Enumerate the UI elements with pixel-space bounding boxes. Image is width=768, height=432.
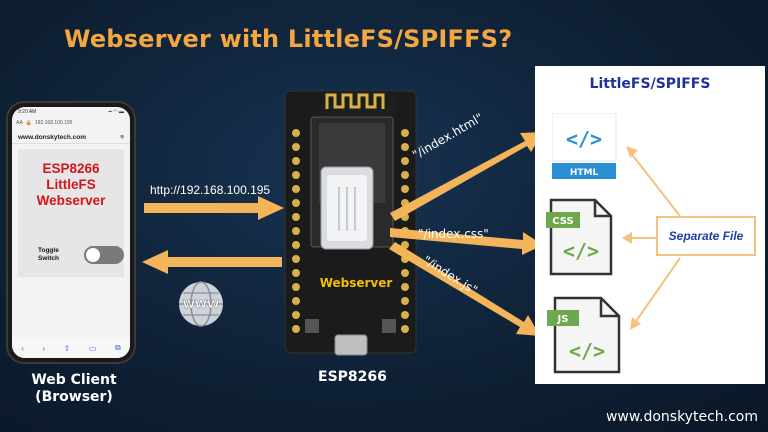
css-file-icon: CSS </> [546,198,613,276]
webserver-label: Webserver [319,276,393,290]
lock-icon: 🔒 [25,120,32,126]
status-icons: ▪▪ ◠ ▬ [108,109,124,115]
text-size-button[interactable]: AA [16,120,23,126]
html-file-icon: </> HTML [552,113,617,179]
phone-status-bar: 9:20 AM ▪▪ ◠ ▬ [12,107,130,118]
footer-website: www.donskytech.com [605,409,758,425]
toggle-label-line: Toggle [38,247,59,254]
toggle-label-line: Switch [38,255,59,262]
site-header: www.donskytech.com ≡ [12,131,130,144]
path-label-css: "/index.css" [418,227,489,241]
menu-icon[interactable]: ≡ [120,133,124,141]
client-caption-line: (Browser) [35,389,113,405]
globe-www-icon: WWW [179,281,223,327]
toggle-label: Toggle Switch [38,247,59,263]
client-caption-line: Web Client [31,372,117,388]
request-url-label: http://192.168.100.195 [150,183,271,197]
card-title-line: Webserver [36,193,106,208]
response-arrow [142,250,282,274]
svg-text:</>: </> [569,339,605,363]
site-name: www.donskytech.com [18,133,87,141]
separate-file-arrows [622,146,681,330]
panel-title: LittleFS/SPIFFS [589,76,711,92]
toggle-switch[interactable] [84,246,124,264]
forward-icon[interactable]: › [42,343,46,353]
card-title: ESP8266 LittleFS Webserver [18,161,124,209]
esp8266-board [284,90,417,356]
svg-text:</>: </> [566,127,602,151]
share-icon[interactable]: ⇧ [63,343,71,353]
tabs-icon[interactable]: ⧉ [115,343,121,352]
address-bar[interactable]: AA 🔒 192.168.100.195 [16,118,126,128]
status-time: 9:20 AM [18,109,37,115]
toggle-knob [86,248,100,262]
css-file-name: CSS [552,216,573,227]
file-arrows [389,132,543,336]
separate-file-box: Separate File [656,216,756,256]
js-file-name: JS [557,314,569,325]
phone-mockup: 9:20 AM ▪▪ ◠ ▬ AA 🔒 192.168.100.195 www.… [6,101,136,364]
html-file-name: HTML [570,168,599,178]
back-icon[interactable]: ‹ [21,343,24,353]
page-title: Webserver with LittleFS/SPIFFS? [64,25,513,53]
phone-screen: 9:20 AM ▪▪ ◠ ▬ AA 🔒 192.168.100.195 www.… [12,107,130,358]
client-caption: Web Client (Browser) [18,372,130,406]
svg-text:WWW: WWW [183,298,219,311]
bookmarks-icon[interactable]: ▭ [88,343,97,353]
svg-text:</>: </> [563,239,599,263]
request-arrow [144,196,284,220]
address-url: 192.168.100.195 [34,120,73,126]
js-file-icon: JS </> [547,296,621,374]
webserver-card: ESP8266 LittleFS Webserver Toggle Switch [18,149,124,277]
esp8266-caption: ESP8266 [318,369,387,385]
browser-toolbar: ‹ › ⇧ ▭ ⧉ [12,338,130,358]
card-title-line: LittleFS [46,177,96,192]
card-title-line: ESP8266 [42,161,100,176]
